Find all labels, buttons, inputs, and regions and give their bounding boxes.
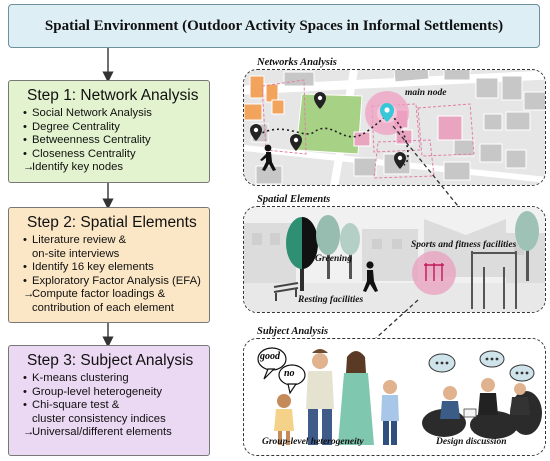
- header-box: Spatial Environment (Outdoor Activity Sp…: [8, 4, 540, 48]
- list-item: •Degree Centrality: [23, 120, 120, 133]
- list-item: •Betweenness Centrality: [23, 134, 151, 147]
- step-3-list: •K-means clustering •Group-level heterog…: [23, 372, 201, 440]
- list-item: cluster consistency indices: [32, 412, 166, 425]
- greening-label: Greening: [315, 254, 352, 264]
- list-item: →Compute factor loadings &: [23, 288, 166, 301]
- list-item: →Universal/different elements: [23, 426, 172, 439]
- main-node-label: main node: [405, 88, 447, 98]
- spatial-panel-title: Spatial Elements: [255, 194, 333, 205]
- resting-facilities-label: Resting facilities: [298, 295, 364, 305]
- header-title: Spatial Environment (Outdoor Activity Sp…: [44, 17, 504, 34]
- list-item: •Identify 16 key elements: [23, 261, 154, 274]
- subject-panel-title: Subject Analysis: [255, 326, 331, 337]
- spatial-scene-illustration: [244, 207, 545, 312]
- list-item: •Social Network Analysis: [23, 107, 152, 119]
- step-2-title: Step 2: Spatial Elements: [27, 214, 197, 231]
- tree-icon: [286, 217, 318, 291]
- subject-panel: [243, 338, 546, 456]
- network-panel: [243, 69, 546, 186]
- list-item: •Group-level heterogeneity: [23, 385, 162, 398]
- list-item: •Exploratory Factor Analysis (EFA): [23, 274, 201, 287]
- step-2-box: Step 2: Spatial Elements •Literature rev…: [8, 207, 210, 323]
- group-level-label: Group-level heterogeneity: [262, 437, 364, 447]
- network-panel-title: Networks Analysis: [255, 57, 339, 68]
- list-item: →Identify key nodes: [23, 161, 124, 174]
- list-item: •Literature review &: [23, 234, 127, 246]
- design-discussion-label: Design discussion: [436, 437, 507, 447]
- list-item: •K-means clustering: [23, 372, 129, 384]
- step-1-title: Step 1: Network Analysis: [27, 87, 199, 104]
- step-3-title: Step 3: Subject Analysis: [27, 352, 194, 369]
- bubble-good-text: good: [260, 351, 280, 362]
- speech-bubble-icon: [257, 347, 306, 395]
- sports-facilities-label: Sports and fitness facilities: [411, 240, 517, 250]
- step-2-list: •Literature review & on-site interviews …: [23, 234, 201, 316]
- list-item: •Closeness Centrality: [23, 147, 136, 160]
- bubble-no-text: no: [284, 368, 295, 379]
- step-1-list: •Social Network Analysis •Degree Central…: [23, 107, 201, 175]
- list-item: •Chi-square test &: [23, 399, 120, 412]
- spatial-panel: [243, 206, 546, 313]
- subject-scene-illustration: [244, 339, 545, 455]
- step-1-box: Step 1: Network Analysis •Social Network…: [8, 80, 210, 183]
- list-item: contribution of each element: [32, 301, 174, 314]
- walking-person-icon: [260, 144, 276, 171]
- list-item: on-site interviews: [32, 247, 120, 260]
- network-map-illustration: [244, 70, 545, 185]
- step-3-box: Step 3: Subject Analysis •K-means cluste…: [8, 345, 210, 456]
- walking-person-icon: [363, 261, 378, 292]
